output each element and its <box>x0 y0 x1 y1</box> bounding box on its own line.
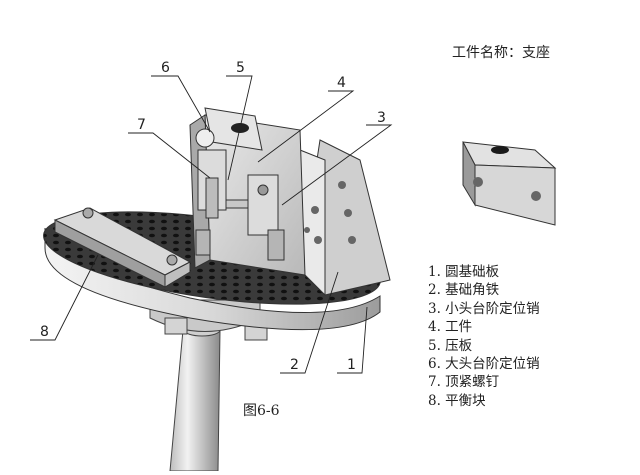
callout-6: 6 <box>161 60 170 76</box>
base-angle-iron <box>299 139 391 297</box>
shaft <box>169 323 221 472</box>
callout-7: 7 <box>137 117 146 133</box>
callout-4: 4 <box>337 75 346 91</box>
legend-item: 3. 小头台阶定位销 <box>428 300 540 317</box>
legend-item: 1. 圆基础板 <box>428 264 500 280</box>
figure-caption: 图6-6 <box>243 403 280 419</box>
locating-pins <box>195 128 285 261</box>
parts-legend: 1. 圆基础板 2. 基础角铁 3. 小头台阶定位销 4. 工件 5. 压板 6… <box>428 263 540 410</box>
callout-2: 2 <box>290 357 299 373</box>
legend-item: 2. 基础角铁 <box>428 282 500 299</box>
callout-5: 5 <box>236 60 245 76</box>
legend-item: 8. 平衡块 <box>428 392 486 409</box>
legend-item: 5. 压板 <box>428 337 473 354</box>
legend-item: 6. 大头台阶定位销 <box>428 356 540 373</box>
callout-1: 1 <box>347 357 356 373</box>
callout-3: 3 <box>377 110 386 126</box>
leader-lines <box>30 75 393 374</box>
balance-block <box>53 207 192 288</box>
callout-8: 8 <box>40 324 49 340</box>
legend-item: 7. 顶紧螺钉 <box>428 374 500 391</box>
legend-item: 4. 工件 <box>428 319 473 336</box>
part-name-title: 工件名称：支座 <box>452 45 550 61</box>
workpiece-detail <box>462 141 557 226</box>
